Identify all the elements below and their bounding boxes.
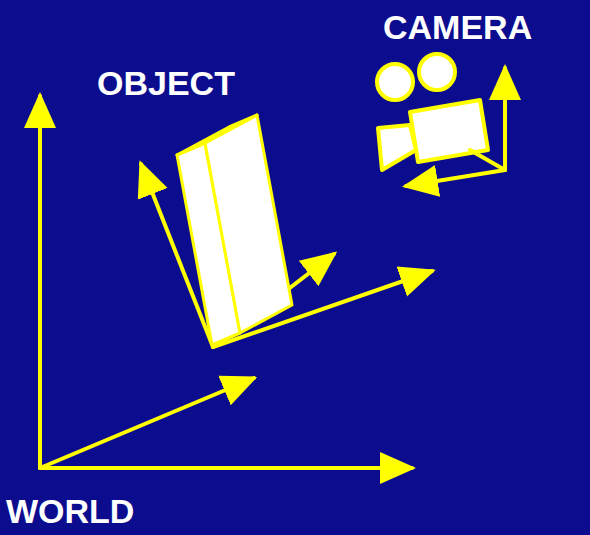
frame-label: WORLD	[6, 494, 134, 528]
world-axis	[38, 96, 42, 468]
camera-axis	[503, 68, 507, 170]
camera-axis	[470, 150, 505, 170]
camera-axis	[406, 170, 505, 186]
world-axis	[40, 466, 412, 470]
frame-label: CAMERA	[383, 10, 532, 44]
object-box	[177, 115, 292, 345]
frame-label: OBJECT	[97, 66, 235, 100]
world-axis	[40, 378, 254, 468]
